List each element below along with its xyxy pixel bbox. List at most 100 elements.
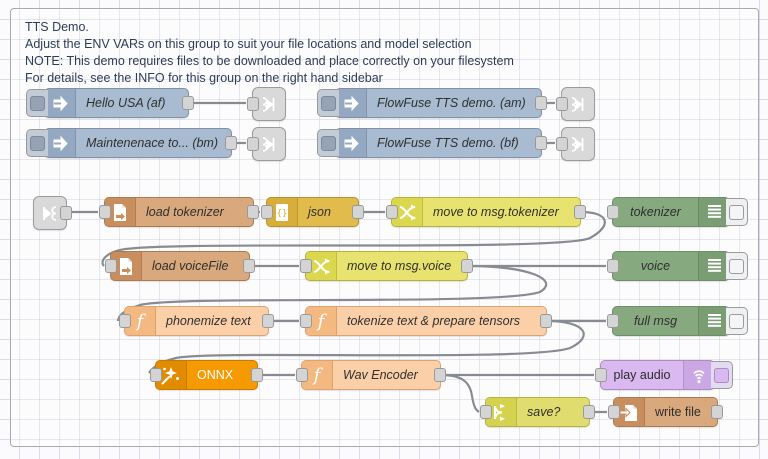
node-label: play audio bbox=[613, 368, 671, 382]
svg-text:f: f bbox=[312, 365, 324, 385]
node-inject-hello-usa[interactable]: Hello USA (af) bbox=[26, 88, 194, 118]
node-link-out-2[interactable] bbox=[247, 127, 286, 161]
debug-enable-toggle[interactable] bbox=[726, 252, 748, 280]
output-port[interactable] bbox=[352, 205, 364, 219]
file-in-icon bbox=[111, 252, 142, 280]
audio-play-toggle[interactable] bbox=[711, 361, 733, 389]
node-load-voicefile[interactable]: load voiceFile bbox=[105, 251, 255, 281]
input-port[interactable] bbox=[556, 137, 568, 151]
node-label: ONNX bbox=[197, 368, 234, 382]
node-link-out-1[interactable] bbox=[247, 87, 286, 121]
node-label: tokenizer bbox=[630, 205, 681, 219]
input-port[interactable] bbox=[607, 205, 619, 219]
node-label: tokenize text & prepare tensors bbox=[347, 314, 521, 328]
output-port[interactable] bbox=[251, 368, 263, 382]
input-port[interactable] bbox=[99, 205, 111, 219]
input-port[interactable] bbox=[261, 205, 273, 219]
node-link-in-1[interactable] bbox=[33, 196, 72, 230]
inject-arrow-icon bbox=[45, 129, 76, 157]
node-label: Hello USA (af) bbox=[86, 96, 166, 110]
output-port[interactable] bbox=[60, 206, 72, 220]
node-link-out-4[interactable] bbox=[556, 127, 595, 161]
node-onnx[interactable]: ONNX bbox=[150, 360, 263, 390]
node-label: voice bbox=[640, 259, 671, 273]
node-label: load tokenizer bbox=[146, 205, 224, 219]
input-port[interactable] bbox=[386, 205, 398, 219]
svg-text:f: f bbox=[135, 311, 147, 331]
node-play-audio[interactable]: play audio bbox=[595, 360, 733, 390]
output-port[interactable] bbox=[540, 314, 552, 328]
node-write-file[interactable]: write file bbox=[608, 397, 723, 427]
output-port[interactable] bbox=[247, 205, 259, 219]
inject-trigger-button[interactable] bbox=[317, 89, 339, 117]
inject-trigger-button[interactable] bbox=[317, 129, 339, 157]
node-phonemize-text[interactable]: f phonemize text bbox=[119, 306, 274, 336]
link-out-icon bbox=[569, 135, 588, 154]
input-port[interactable] bbox=[247, 97, 259, 111]
input-port[interactable] bbox=[150, 368, 162, 382]
output-port[interactable] bbox=[574, 205, 586, 219]
node-label: phonemize text bbox=[166, 314, 251, 328]
input-port[interactable] bbox=[608, 405, 620, 419]
output-port[interactable] bbox=[583, 405, 595, 419]
output-port[interactable] bbox=[182, 96, 194, 110]
input-port[interactable] bbox=[247, 137, 259, 151]
output-port[interactable] bbox=[434, 368, 446, 382]
node-label: Wav Encoder bbox=[343, 368, 418, 382]
node-label: FlowFuse TTS demo. (bf) bbox=[377, 136, 519, 150]
node-inject-tts-bf[interactable]: FlowFuse TTS demo. (bf) bbox=[317, 128, 547, 158]
node-debug-voice[interactable]: voice bbox=[607, 251, 748, 281]
node-load-tokenizer[interactable]: load tokenizer bbox=[99, 197, 259, 227]
output-port[interactable] bbox=[243, 259, 255, 273]
output-port[interactable] bbox=[711, 405, 723, 419]
input-port[interactable] bbox=[300, 259, 312, 273]
debug-icon bbox=[698, 307, 729, 335]
node-move-to-voice[interactable]: move to msg.voice bbox=[300, 251, 473, 281]
input-port[interactable] bbox=[607, 259, 619, 273]
input-port[interactable] bbox=[607, 314, 619, 328]
node-label: FlowFuse TTS demo. (am) bbox=[377, 96, 526, 110]
node-label: move to msg.voice bbox=[347, 259, 452, 273]
debug-enable-toggle[interactable] bbox=[726, 198, 748, 226]
svg-text:{}: {} bbox=[277, 209, 288, 219]
node-wav-encoder[interactable]: f Wav Encoder bbox=[296, 360, 446, 390]
input-port[interactable] bbox=[300, 314, 312, 328]
input-port[interactable] bbox=[556, 97, 568, 111]
debug-icon bbox=[698, 252, 729, 280]
input-port[interactable] bbox=[296, 368, 308, 382]
node-save-switch[interactable]: save? bbox=[480, 397, 595, 427]
input-port[interactable] bbox=[480, 405, 492, 419]
node-debug-tokenizer[interactable]: tokenizer bbox=[607, 197, 748, 227]
node-debug-full-msg[interactable]: full msg bbox=[607, 306, 748, 336]
node-link-out-3[interactable] bbox=[556, 87, 595, 121]
output-port[interactable] bbox=[225, 136, 237, 150]
input-port[interactable] bbox=[105, 259, 117, 273]
node-label: write file bbox=[655, 405, 701, 419]
link-out-icon bbox=[260, 95, 279, 114]
link-out-icon bbox=[569, 95, 588, 114]
node-label: load voiceFile bbox=[152, 259, 229, 273]
audio-icon bbox=[683, 361, 714, 389]
debug-enable-toggle[interactable] bbox=[726, 307, 748, 335]
input-port[interactable] bbox=[595, 368, 607, 382]
node-inject-maintenance[interactable]: Maintenenace to... (bm) bbox=[26, 128, 237, 158]
node-label: full msg bbox=[633, 314, 678, 328]
debug-icon bbox=[698, 198, 729, 226]
inject-arrow-icon bbox=[45, 89, 76, 117]
node-inject-tts-am[interactable]: FlowFuse TTS demo. (am) bbox=[317, 88, 547, 118]
inject-arrow-icon bbox=[336, 129, 367, 157]
node-move-to-tokenizer[interactable]: move to msg.tokenizer bbox=[386, 197, 586, 227]
node-json[interactable]: {} json bbox=[261, 197, 364, 227]
input-port[interactable] bbox=[119, 314, 131, 328]
node-label: json bbox=[308, 205, 331, 219]
output-port[interactable] bbox=[461, 259, 473, 273]
output-port[interactable] bbox=[262, 314, 274, 328]
output-port[interactable] bbox=[535, 96, 547, 110]
output-port[interactable] bbox=[535, 136, 547, 150]
inject-trigger-button[interactable] bbox=[26, 89, 48, 117]
link-in-icon bbox=[41, 204, 60, 223]
inject-trigger-button[interactable] bbox=[26, 129, 48, 157]
node-label: save? bbox=[527, 405, 561, 419]
